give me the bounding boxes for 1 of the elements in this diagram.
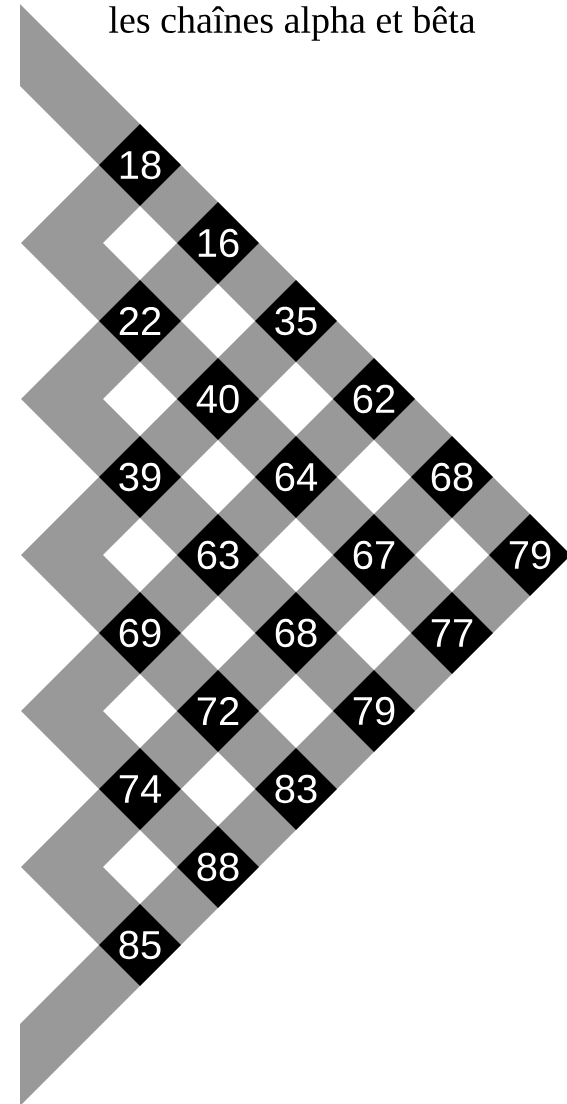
- title: les chaînes alpha et bêta: [109, 6, 476, 41]
